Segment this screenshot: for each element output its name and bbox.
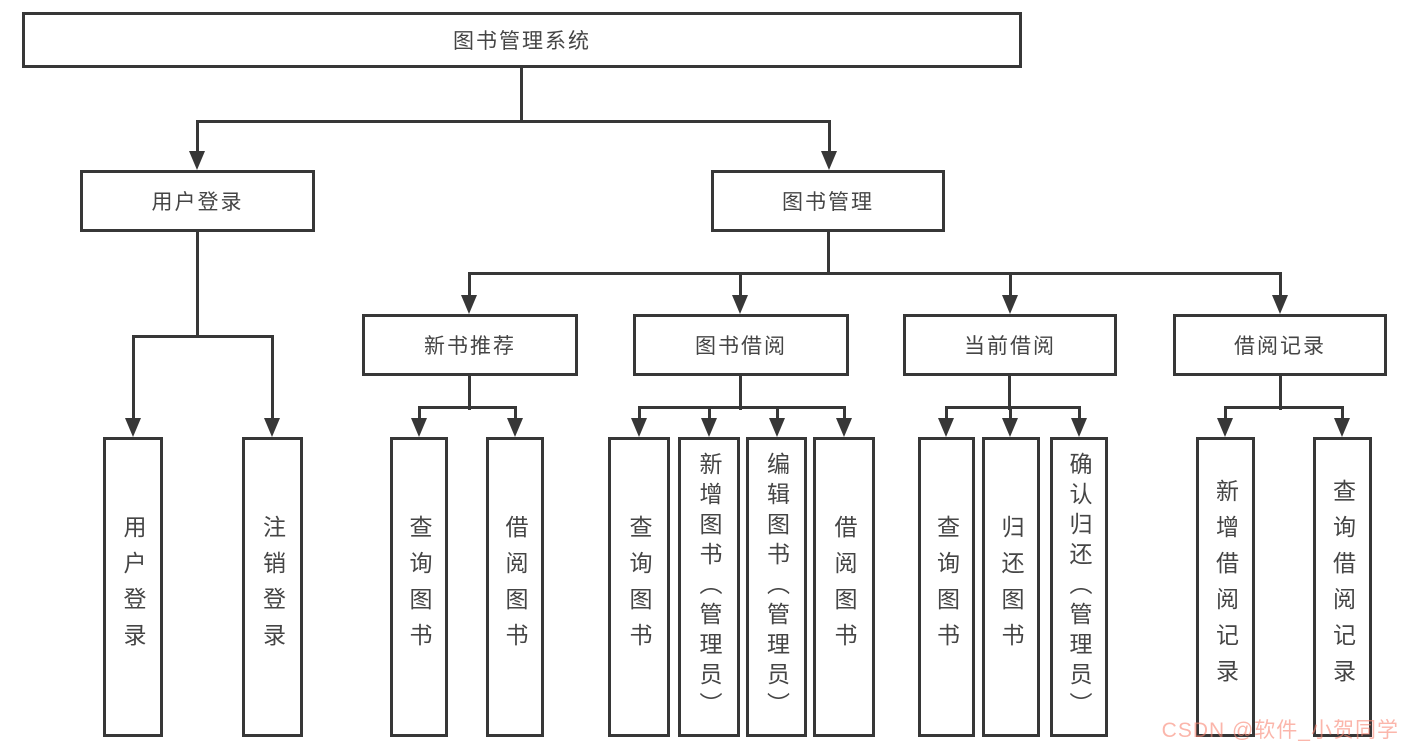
connector-line (132, 335, 135, 421)
connector-line (843, 406, 846, 421)
leaf-bb-add-book-label: 新增图书（管理员） (696, 452, 722, 722)
connector-line (132, 335, 274, 338)
arrow-down-icon (769, 418, 785, 437)
connector-line (638, 406, 846, 409)
connector-line (1341, 406, 1344, 421)
leaf-bb-add-book: 新增图书（管理员） (678, 437, 740, 737)
node-current-borrow: 当前借阅 (903, 314, 1117, 376)
leaf-bb-borrow-book: 借阅图书 (813, 437, 875, 737)
leaf-br-query-record-label: 查询借阅记录 (1329, 479, 1356, 695)
connector-line (468, 272, 1282, 275)
node-book-borrow: 图书借阅 (633, 314, 849, 376)
node-borrow-record: 借阅记录 (1173, 314, 1387, 376)
arrow-down-icon (938, 418, 954, 437)
connector-line (828, 120, 831, 154)
leaf-rec-borrow-book-label: 借阅图书 (502, 515, 528, 659)
connector-line (638, 406, 641, 421)
leaf-cb-return-book-label: 归还图书 (998, 515, 1024, 659)
leaf-user-login-label: 用户登录 (120, 515, 146, 659)
connector-line (945, 406, 948, 421)
leaf-rec-query-book: 查询图书 (390, 437, 448, 737)
csdn-watermark: CSDN @软件_小贺同学 (1161, 719, 1399, 742)
leaf-logout-label: 注销登录 (259, 515, 286, 659)
connector-line (776, 406, 779, 421)
node-current-borrow-label: 当前借阅 (964, 335, 1056, 358)
leaf-cb-query-book-label: 查询图书 (933, 515, 960, 659)
arrow-down-icon (1002, 418, 1018, 437)
connector-line (739, 272, 742, 298)
connector-line (945, 406, 1081, 409)
connector-line (827, 232, 830, 275)
arrow-down-icon (732, 295, 748, 314)
connector-line (271, 335, 274, 421)
node-root: 图书管理系统 (22, 12, 1022, 68)
leaf-bb-query-book: 查询图书 (608, 437, 670, 737)
node-book-mgmt-label: 图书管理 (782, 191, 874, 214)
arrow-down-icon (701, 418, 717, 437)
node-new-book-rec-label: 新书推荐 (424, 335, 516, 358)
node-borrow-record-label: 借阅记录 (1234, 335, 1326, 358)
connector-line (196, 120, 199, 154)
connector-line (739, 376, 742, 410)
leaf-logout: 注销登录 (242, 437, 303, 737)
leaf-rec-borrow-book: 借阅图书 (486, 437, 544, 737)
arrow-down-icon (125, 418, 141, 437)
node-user-login: 用户登录 (80, 170, 315, 232)
node-user-login-label: 用户登录 (151, 191, 244, 214)
arrow-down-icon (1217, 418, 1233, 437)
connector-line (468, 272, 471, 298)
connector-line (1009, 272, 1012, 298)
connector-line (1279, 376, 1282, 410)
connector-line (418, 406, 517, 409)
leaf-rec-query-book-label: 查询图书 (406, 515, 432, 659)
arrow-down-icon (189, 151, 205, 170)
leaf-bb-edit-book-label: 编辑图书（管理员） (763, 452, 790, 722)
arrow-down-icon (631, 418, 647, 437)
leaf-user-login: 用户登录 (103, 437, 163, 737)
arrow-down-icon (1272, 295, 1288, 314)
leaf-cb-return-book: 归还图书 (982, 437, 1040, 737)
connector-line (708, 406, 711, 421)
connector-line (1279, 272, 1282, 298)
leaf-br-add-record-label: 新增借阅记录 (1212, 479, 1239, 695)
node-new-book-rec: 新书推荐 (362, 314, 578, 376)
arrow-down-icon (461, 295, 477, 314)
arrow-down-icon (1002, 295, 1018, 314)
arrow-down-icon (821, 151, 837, 170)
connector-line (468, 376, 471, 410)
leaf-br-query-record: 查询借阅记录 (1313, 437, 1372, 737)
arrow-down-icon (1334, 418, 1350, 437)
connector-line (418, 406, 421, 421)
leaf-bb-borrow-book-label: 借阅图书 (831, 515, 857, 659)
node-book-mgmt: 图书管理 (711, 170, 945, 232)
connector-line (196, 120, 831, 123)
arrow-down-icon (507, 418, 523, 437)
arrow-down-icon (836, 418, 852, 437)
connector-line (1008, 376, 1011, 410)
connector-line (514, 406, 517, 421)
arrow-down-icon (264, 418, 280, 437)
leaf-bb-query-book-label: 查询图书 (626, 515, 652, 659)
connector-line (1078, 406, 1081, 421)
connector-line (196, 232, 199, 338)
connector-line (1009, 406, 1012, 421)
arrow-down-icon (1071, 418, 1087, 437)
leaf-cb-confirm-return: 确认归还（管理员） (1050, 437, 1108, 737)
arrow-down-icon (411, 418, 427, 437)
leaf-br-add-record: 新增借阅记录 (1196, 437, 1255, 737)
connector-line (1224, 406, 1344, 409)
leaf-cb-confirm-return-label: 确认归还（管理员） (1066, 452, 1092, 722)
node-book-borrow-label: 图书借阅 (695, 335, 787, 358)
connector-line (1224, 406, 1227, 421)
connector-line (520, 68, 523, 122)
leaf-cb-query-book: 查询图书 (918, 437, 975, 737)
node-root-label: 图书管理系统 (453, 30, 591, 53)
leaf-bb-edit-book: 编辑图书（管理员） (746, 437, 807, 737)
